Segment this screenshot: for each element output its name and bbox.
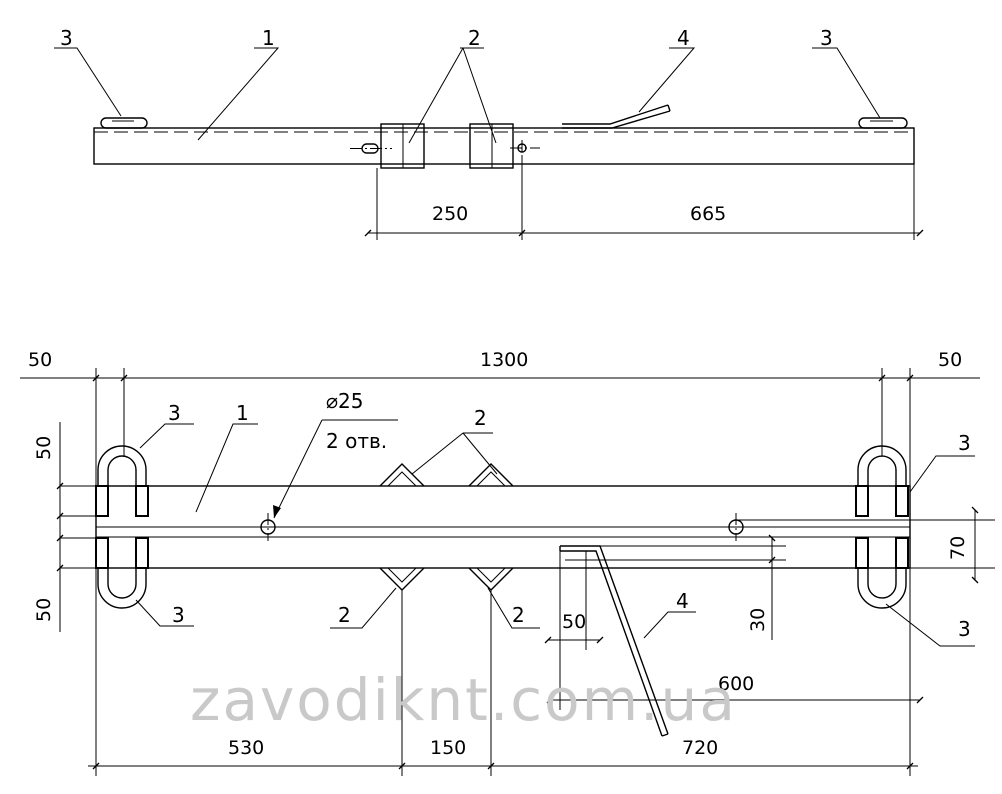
u-bolt-plan-right-upper: [855, 445, 909, 517]
side-view: 250 665 3 1 2 4 3: [54, 26, 924, 240]
dim-top-250: 250: [432, 203, 468, 225]
dim-rod-span: 600: [718, 673, 754, 695]
plan-view: 3 1 2 3 2 2 4 3 3 ⌀25 2 отв. 50: [20, 349, 995, 776]
hole-side: [510, 140, 540, 156]
callout-1-top: 1: [262, 26, 275, 50]
dim-u-bolt-upper: 50: [33, 436, 55, 460]
u-bolt-plan-left-upper: [95, 445, 149, 517]
callout-3-plan-upper-left: 3: [168, 401, 181, 425]
dim-rod-offset: 30: [747, 608, 769, 632]
u-bolt-plan-right-lower: [855, 537, 909, 609]
dim-top-665: 665: [690, 203, 726, 225]
watermark: zavodiknt.com.ua: [190, 666, 737, 734]
callout-2-plan-top: 2: [474, 406, 487, 430]
callout-3-plan-lower-right: 3: [958, 617, 971, 641]
dim-rod-width: 50: [562, 611, 586, 633]
dim-clamp-spacing: 150: [430, 737, 466, 759]
dim-right-to-end: 720: [682, 737, 718, 759]
hole-note-count: 2 отв.: [326, 429, 387, 453]
u-bolt-side-left: [100, 117, 148, 129]
slot-side: [350, 143, 392, 154]
callout-2-plan-bottom-left: 2: [338, 603, 351, 627]
callout-3-plan-lower-left: 3: [172, 603, 185, 627]
callout-3-top-right: 3: [820, 26, 833, 50]
rod-side: [562, 104, 671, 129]
dim-left-to-clamp: 530: [228, 737, 264, 759]
dim-left-overhang: 50: [28, 349, 52, 371]
callout-1-plan: 1: [236, 401, 249, 425]
dim-hole-spacing: 70: [947, 536, 969, 560]
dim-u-bolt-lower: 50: [33, 598, 55, 622]
dim-right-overhang: 50: [938, 349, 962, 371]
hole-note-diameter: ⌀25: [326, 389, 364, 413]
callout-2-top: 2: [468, 26, 481, 50]
u-bolt-side-right: [858, 117, 908, 129]
callout-3-top-left: 3: [60, 26, 73, 50]
u-bolt-plan-left-lower: [95, 537, 149, 609]
callout-3-plan-upper-right: 3: [958, 431, 971, 455]
callout-4-plan: 4: [676, 589, 689, 613]
hole-plan-left: [254, 513, 282, 541]
clamp-side-left: [380, 123, 425, 169]
clamp-plan-left: [379, 463, 425, 591]
dim-overall-length: 1300: [480, 349, 528, 371]
callout-2-plan-bottom-right: 2: [512, 603, 525, 627]
callout-4-top: 4: [677, 26, 690, 50]
bar-side-outline: [93, 127, 915, 165]
